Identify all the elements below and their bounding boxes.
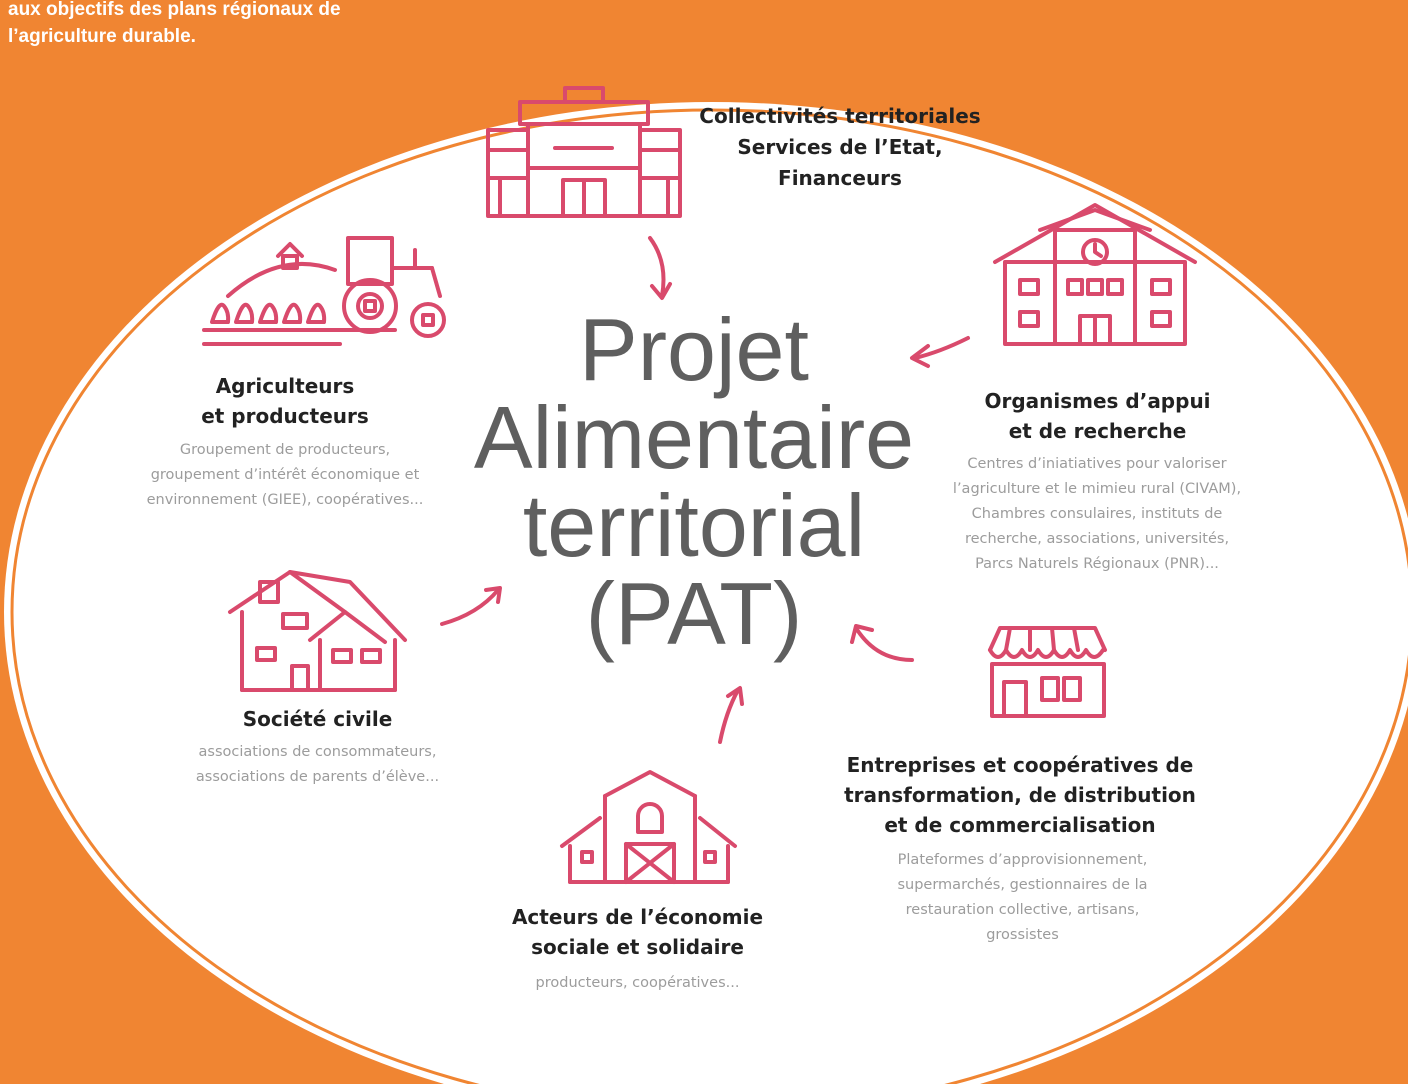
economie-description: producteurs, coopératives...: [480, 971, 795, 996]
organismes-label-line: et de recherche: [1008, 419, 1187, 443]
arrow-icon: [648, 236, 672, 300]
organismes-description-line: recherche, associations, universités,: [964, 531, 1230, 547]
societe-label-line: Société civile: [242, 707, 393, 731]
center-title-line: Alimentaire: [473, 388, 915, 487]
agriculteurs-label: Agriculteurs et producteurs: [140, 371, 430, 431]
collectivites-label-line: Services de l’Etat,: [737, 135, 943, 159]
collectivites-label-line: Collectivités territoriales: [699, 104, 981, 128]
organismes-description: Centres d’iniatiatives pour valoriser l’…: [912, 452, 1282, 577]
storefront-icon: [988, 626, 1107, 718]
economie-label-line: Acteurs de l’économie: [511, 905, 764, 929]
agriculteurs-label-line: Agriculteurs: [215, 374, 355, 398]
intro-line: l’agriculture durable.: [8, 26, 196, 47]
intro-line: aux objectifs des plans régionaux de: [8, 0, 341, 20]
arrow-icon: [718, 686, 744, 744]
organismes-description-line: Parcs Naturels Régionaux (PNR)...: [975, 556, 1219, 572]
entreprises-description-line: grossistes: [986, 927, 1059, 943]
societe-description-line: associations de consommateurs,: [198, 744, 437, 760]
economie-label-line: sociale et solidaire: [531, 935, 744, 959]
organismes-label-line: Organismes d’appui: [984, 389, 1211, 413]
entreprises-description: Plateformes d’approvisionnement, superma…: [850, 848, 1195, 948]
barn-icon: [560, 770, 737, 884]
collectivites-label-line: Financeurs: [778, 166, 902, 190]
center-title-line: (PAT): [585, 564, 803, 663]
arrow-icon: [850, 624, 914, 662]
arrow-icon: [910, 336, 970, 368]
societe-label: Société civile: [165, 704, 470, 734]
center-title-line: territorial: [522, 476, 866, 575]
agriculteurs-description-line: environnement (GIEE), coopératives...: [146, 492, 424, 508]
intro-text: aux objectifs des plans régionaux de l’a…: [8, 0, 478, 50]
town-hall-icon: [486, 86, 682, 218]
agriculteurs-label-line: et producteurs: [201, 404, 369, 428]
arrow-icon: [440, 586, 502, 626]
agriculteurs-description: Groupement de producteurs, groupement d’…: [100, 438, 470, 513]
agriculteurs-description-line: Groupement de producteurs,: [179, 442, 391, 458]
tractor-farm-icon: [202, 236, 446, 346]
pat-ellipse: [4, 102, 1408, 1084]
entreprises-label: Entreprises et coopératives de transform…: [815, 750, 1225, 840]
economie-label: Acteurs de l’économie sociale et solidai…: [480, 902, 795, 962]
collectivites-label: Collectivités territoriales Services de …: [680, 101, 1000, 194]
school-clock-building-icon: [993, 203, 1197, 346]
entreprises-label-line: et de commercialisation: [884, 813, 1156, 837]
house-icon: [228, 570, 407, 692]
organismes-description-line: l’agriculture et le mimieu rural (CIVAM)…: [952, 481, 1242, 497]
entreprises-label-line: Entreprises et coopératives de: [846, 753, 1194, 777]
societe-description: associations de consommateurs, associati…: [145, 740, 490, 790]
societe-description-line: associations de parents d’élève...: [195, 769, 440, 785]
pat-ellipse-inner-ring: [10, 108, 1408, 1084]
organismes-description-line: Centres d’iniatiatives pour valoriser: [967, 456, 1227, 472]
entreprises-description-line: supermarchés, gestionnaires de la: [897, 877, 1148, 893]
center-title: Projet Alimentaire territorial (PAT): [444, 306, 944, 658]
entreprises-label-line: transformation, de distribution: [844, 783, 1196, 807]
center-title-line: Projet: [579, 300, 809, 399]
organismes-description-line: Chambres consulaires, instituts de: [971, 506, 1223, 522]
organismes-label: Organismes d’appui et de recherche: [940, 386, 1255, 446]
economie-description-line: producteurs, coopératives...: [535, 975, 740, 991]
entreprises-description-line: restauration collective, artisans,: [905, 902, 1140, 918]
agriculteurs-description-line: groupement d’intérêt économique et: [150, 467, 420, 483]
entreprises-description-line: Plateformes d’approvisionnement,: [897, 852, 1148, 868]
